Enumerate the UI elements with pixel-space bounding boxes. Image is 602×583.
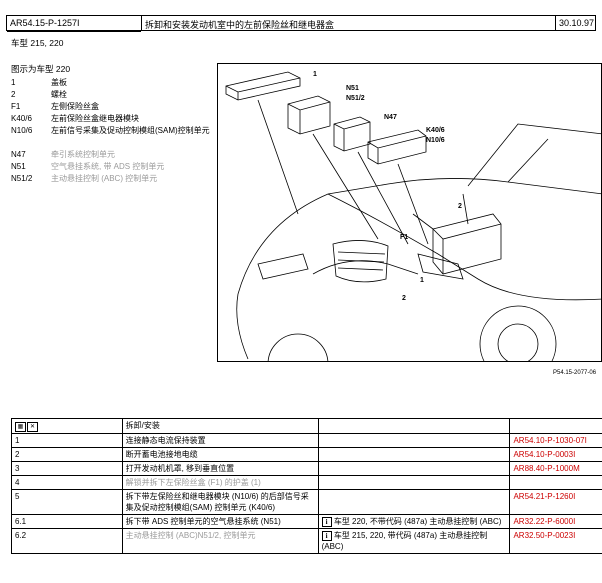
legend-desc: 牵引系统控制单元 bbox=[51, 150, 115, 159]
step-note-text: 车型 220, 不带代码 (487a) 主动悬挂控制 (ABC) bbox=[333, 517, 502, 526]
step-reference-link[interactable]: AR54.10-P-0003I bbox=[509, 447, 602, 462]
table-header-row: ▦✕ 拆卸/安装 bbox=[11, 418, 602, 434]
step-reference-link[interactable]: AR32.22-P-6000I bbox=[509, 514, 602, 529]
step-reference-link[interactable]: AR32.50-P-0023I bbox=[509, 528, 602, 554]
step-text: 拆下带左保险丝和继电器模块 (N10/6) 的后部信号采集及促动控制模组(SAM… bbox=[121, 489, 319, 515]
legend-desc: 左前保险丝盒继电器模块 bbox=[51, 114, 139, 123]
step-note: i 车型 215, 220, 带代码 (487a) 主动悬挂控制 (ABC) bbox=[317, 528, 511, 554]
doc-code: AR54.15-P-1257I bbox=[10, 18, 80, 28]
step-note bbox=[317, 489, 511, 515]
step-note bbox=[317, 475, 511, 490]
header-icons: ▦✕ bbox=[11, 418, 123, 434]
column-header: 拆卸/安装 bbox=[121, 418, 319, 434]
step-text: 打开发动机机罩, 移到垂直位置 bbox=[121, 461, 319, 476]
table-row: 1 连接静态电流保持装置 AR54.10-P-1030-07I bbox=[11, 433, 602, 448]
legend-desc: 空气悬挂系统, 带 ADS 控制单元 bbox=[51, 162, 165, 171]
legend-desc: 螺栓 bbox=[51, 90, 67, 99]
step-note bbox=[317, 461, 511, 476]
step-number: 4 bbox=[11, 475, 123, 490]
header-divider bbox=[141, 16, 142, 30]
step-text: 主动悬挂控制 (ABC)N51/2, 控制单元 bbox=[121, 528, 319, 554]
legend-code: F1 bbox=[11, 102, 21, 111]
callout-label: 2 bbox=[458, 203, 462, 210]
callout-label: 2 bbox=[402, 295, 406, 302]
callout-label: 1 bbox=[313, 71, 317, 78]
column-header-empty bbox=[317, 418, 511, 434]
table-row: 4 解锁并拆下左保险丝盒 (F1) 的护盖 (1) bbox=[11, 475, 602, 490]
table-row: 2 断开蓄电池接地电缆 AR54.10-P-0003I bbox=[11, 447, 602, 462]
table-row: 5 拆下带左保险丝和继电器模块 (N10/6) 的后部信号采集及促动控制模组(S… bbox=[11, 489, 602, 515]
procedure-table: ▦✕ 拆卸/安装 1 连接静态电流保持装置 AR54.10-P-1030-07I… bbox=[11, 418, 602, 554]
legend-code: N10/6 bbox=[11, 126, 33, 135]
callout-label: N51 bbox=[346, 85, 359, 92]
figure-reference: P54.15-2077-06 bbox=[553, 370, 597, 376]
step-text: 断开蓄电池接地电缆 bbox=[121, 447, 319, 462]
step-reference-link[interactable]: AR54.21-P-1260I bbox=[509, 489, 602, 515]
legend-desc: 主动悬挂控制 (ABC) 控制单元 bbox=[51, 174, 158, 183]
info-icon: i bbox=[321, 531, 332, 541]
header-underline bbox=[7, 31, 141, 32]
callout-label: N47 bbox=[384, 114, 397, 121]
header-divider bbox=[555, 16, 556, 30]
doc-date: 30.10.97 bbox=[559, 18, 595, 28]
table-row: 3 打开发动机机罩, 移到垂直位置 AR88.40-P-1000M bbox=[11, 461, 602, 476]
document-header: AR54.15-P-1257I 拆卸和安装发动机室中的左前保险丝和继电器盒 30… bbox=[6, 15, 596, 32]
legend-desc: 盖板 bbox=[51, 78, 67, 87]
step-number: 6.2 bbox=[11, 528, 123, 554]
legend-code: K40/6 bbox=[11, 114, 32, 123]
step-number: 2 bbox=[11, 447, 123, 462]
step-number: 3 bbox=[11, 461, 123, 476]
legend-code: 2 bbox=[11, 90, 16, 99]
legend-code: N47 bbox=[11, 150, 26, 159]
grid-icon: ▦ bbox=[15, 422, 26, 432]
doc-title: 拆卸和安装发动机室中的左前保险丝和继电器盒 bbox=[145, 20, 335, 30]
legend-code: N51/2 bbox=[11, 174, 33, 183]
callout-label: N10/6 bbox=[426, 137, 445, 144]
legend-code: N51 bbox=[11, 162, 26, 171]
callout-label: K40/6 bbox=[426, 127, 445, 134]
legend-desc: 左侧保险丝盒 bbox=[51, 102, 99, 111]
step-number: 6.1 bbox=[11, 514, 123, 529]
step-note bbox=[317, 447, 511, 462]
callout-label: F1 bbox=[400, 234, 408, 241]
legend-code: 1 bbox=[11, 78, 16, 87]
step-text: 连接静态电流保持装置 bbox=[121, 433, 319, 448]
figure-note: 图示为车型 220 bbox=[11, 64, 71, 74]
table-row: 6.2 主动悬挂控制 (ABC)N51/2, 控制单元 i 车型 215, 22… bbox=[11, 528, 602, 554]
column-header-empty bbox=[509, 418, 602, 434]
table-row: 6.1 拆下带 ADS 控制单元的空气悬挂系统 (N51) i 车型 220, … bbox=[11, 514, 602, 529]
step-text: 拆下带 ADS 控制单元的空气悬挂系统 (N51) bbox=[121, 514, 319, 529]
car-illustration-figure: 1 N51 N51/2 N47 K40/6 N10/6 2 F1 1 2 bbox=[217, 63, 602, 362]
vehicle-line: 车型 215, 220 bbox=[11, 38, 64, 48]
step-text: 解锁并拆下左保险丝盒 (F1) 的护盖 (1) bbox=[121, 475, 319, 490]
step-reference-link[interactable] bbox=[509, 475, 602, 490]
step-reference-link[interactable]: AR88.40-P-1000M bbox=[509, 461, 602, 476]
step-note-text: 车型 215, 220, 带代码 (487a) 主动悬挂控制 (ABC) bbox=[321, 531, 488, 551]
cross-icon: ✕ bbox=[27, 422, 38, 432]
callout-label: 1 bbox=[420, 277, 424, 284]
info-icon: i bbox=[321, 517, 332, 527]
step-note bbox=[317, 433, 511, 448]
step-note: i 车型 220, 不带代码 (487a) 主动悬挂控制 (ABC) bbox=[317, 514, 511, 529]
step-number: 1 bbox=[11, 433, 123, 448]
step-reference-link[interactable]: AR54.10-P-1030-07I bbox=[509, 433, 602, 448]
step-number: 5 bbox=[11, 489, 123, 515]
car-illustration: 1 N51 N51/2 N47 K40/6 N10/6 2 F1 1 2 bbox=[225, 71, 601, 361]
callout-label: N51/2 bbox=[346, 95, 365, 102]
legend-desc: 左前信号采集及促动控制模组(SAM)控制单元 bbox=[51, 126, 210, 135]
